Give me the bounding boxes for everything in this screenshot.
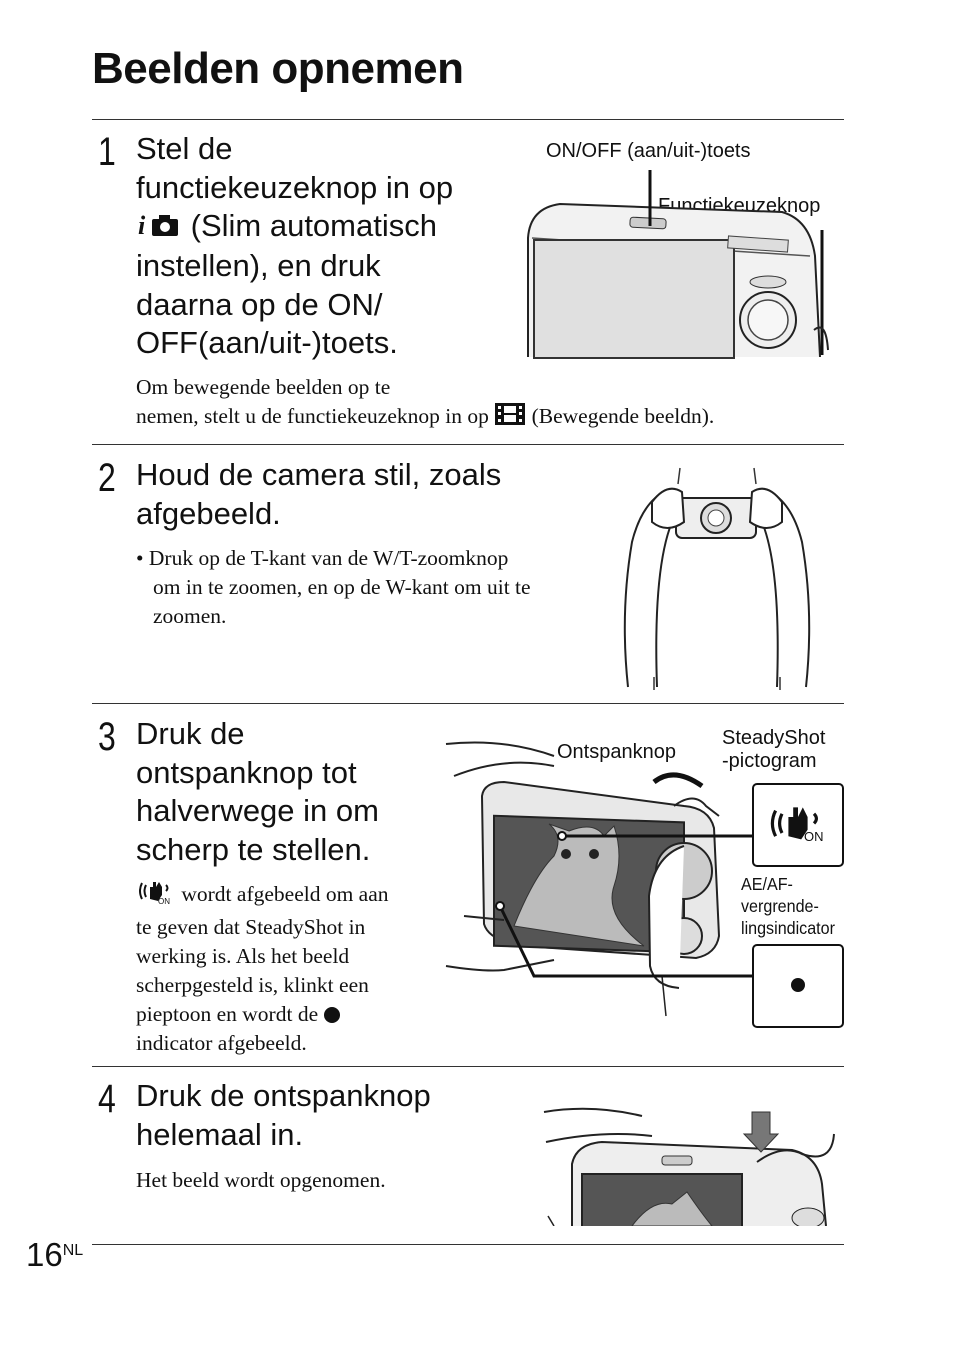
step-note: ON wordt afgebeeld om aan te geven dat S… — [136, 879, 389, 1058]
label-steadyshot: SteadyShot -pictogram — [722, 727, 826, 772]
step-heading: Houd de camera stil, zoals afgebeeld. — [136, 457, 502, 531]
language-code: NL — [62, 1242, 84, 1259]
intelligent-auto-icon: i — [136, 209, 182, 248]
divider — [92, 703, 844, 704]
step-number: 1 — [98, 130, 116, 174]
steadyshot-icon — [770, 807, 818, 840]
movie-mode-icon — [494, 402, 526, 434]
label-ae-af-lock: AE/AF- vergrende- lingsindicator — [741, 874, 835, 938]
step-number: 2 — [98, 456, 116, 500]
step-note: Het beeld wordt opgenomen. — [136, 1168, 386, 1192]
step-heading: Druk de ontspanknop helemaal in. — [136, 1078, 431, 1152]
steadyshot-icon: ON — [136, 879, 176, 913]
step-number: 3 — [98, 715, 116, 759]
divider — [92, 119, 844, 120]
camera-press-illustration — [543, 1107, 835, 1226]
divider — [92, 444, 844, 445]
step-note: Om bewegende beelden op te nemen, stelt … — [136, 373, 714, 434]
steadyshot-on-text: ON — [804, 829, 824, 844]
svg-text:i: i — [138, 211, 146, 238]
step-heading: Druk de ontspanknop tot halverwege in om… — [136, 716, 379, 867]
step-heading: Stel de functiekeuzeknop in op i (Slim a… — [136, 131, 454, 361]
divider — [92, 1066, 844, 1067]
label-power-button: ON/OFF (aan/uit-)toets — [546, 140, 751, 162]
hands-holding-camera-illustration — [623, 467, 811, 690]
page-title: Beelden opnemen — [92, 44, 464, 93]
svg-text:ON: ON — [158, 897, 170, 905]
step-bullet: • Druk op de T-kant van de W/T-zoomknop … — [136, 546, 531, 628]
focus-indicator-dot-icon — [791, 978, 805, 992]
focus-indicator-dot-icon — [323, 1007, 340, 1023]
label-shutter-button: Ontspanknop — [557, 741, 676, 763]
step-number: 4 — [98, 1077, 116, 1121]
camera-top-illustration — [527, 170, 829, 359]
divider — [92, 1244, 844, 1245]
steadyshot-indicator-box: ON — [752, 783, 844, 867]
camera-focus-illustration — [445, 741, 754, 1017]
ae-af-indicator-box — [752, 944, 844, 1028]
page-number: 16NL — [26, 1236, 84, 1273]
